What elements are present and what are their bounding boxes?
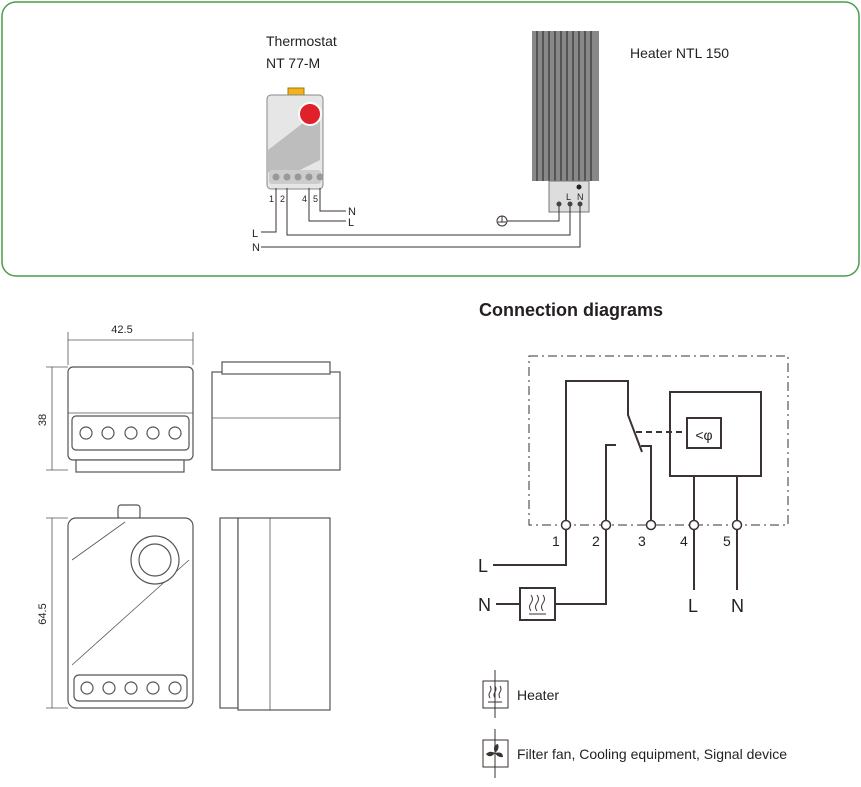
- wiring-panel: [1, 1, 860, 277]
- conn-label-l-in: L: [478, 556, 488, 576]
- dimension-width: 42.5: [111, 324, 132, 336]
- sensor-symbol: <φ: [695, 427, 712, 443]
- thermostat-model: NT 77-M: [266, 55, 320, 71]
- thermostat-title: Thermostat: [266, 33, 337, 49]
- dimension-height-top: 38: [37, 414, 49, 426]
- terminal-4-label: 4: [302, 194, 307, 204]
- connection-title: Connection diagrams: [479, 300, 663, 320]
- wire-label-n-in: N: [252, 242, 260, 254]
- thermostat-device: [266, 87, 324, 190]
- heater-symbol-icon: [529, 594, 546, 615]
- connection-schematic: [493, 355, 789, 621]
- heater-terminal-l: L: [566, 192, 571, 202]
- legend-fan-label: Filter fan, Cooling equipment, Signal de…: [517, 746, 787, 762]
- conn-terminal-5: 5: [723, 533, 731, 549]
- heater-device: [532, 31, 599, 213]
- wire-label-l-out: L: [348, 217, 354, 229]
- conn-terminal-4: 4: [680, 533, 688, 549]
- wiring-lines: [261, 188, 581, 248]
- terminal-1-label: 1: [269, 194, 274, 204]
- legend-fan-icon: [482, 729, 509, 778]
- dimension-height-front: 64.5: [37, 603, 49, 624]
- conn-terminal-2: 2: [592, 533, 600, 549]
- conn-label-n-out: N: [731, 596, 744, 616]
- conn-terminal-1: 1: [552, 533, 560, 549]
- heater-title: Heater NTL 150: [630, 45, 729, 61]
- dimension-drawings: [46, 332, 341, 711]
- conn-label-n-in: N: [478, 595, 491, 615]
- terminal-5-label: 5: [313, 194, 318, 204]
- wire-label-l-in: L: [252, 228, 258, 240]
- conn-label-l-out: L: [688, 596, 698, 616]
- terminal-2-label: 2: [280, 194, 285, 204]
- legend-heater-icon: [482, 670, 509, 718]
- wire-label-n-out: N: [348, 206, 356, 218]
- conn-terminal-3: 3: [638, 533, 646, 549]
- heater-terminal-n: N: [577, 192, 584, 202]
- legend-heater-label: Heater: [517, 687, 559, 703]
